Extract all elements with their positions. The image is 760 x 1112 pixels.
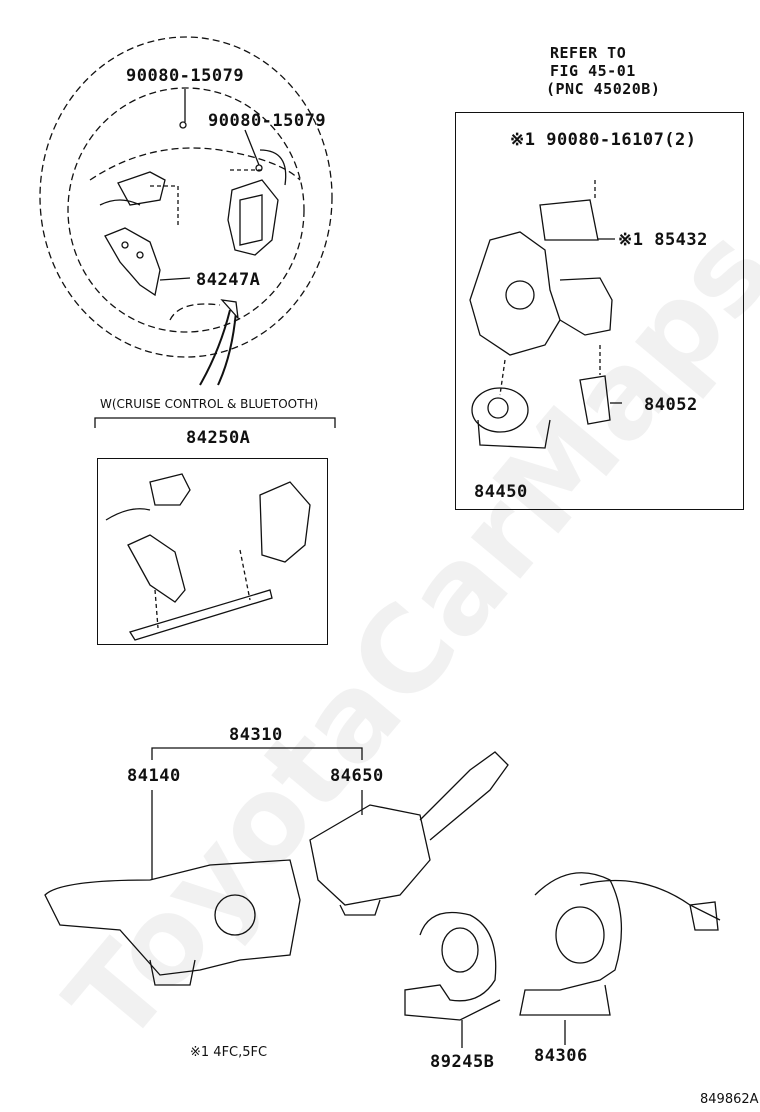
part-label-84306: 84306 [534, 1046, 588, 1066]
spiral-cable-large [519, 872, 721, 1016]
combination-switch [44, 751, 509, 986]
cruise-control-note: W(CRUISE CONTROL & BLUETOOTH) [100, 397, 319, 411]
part-label-90080-15079-a: 90080-15079 [126, 66, 245, 86]
part-label-89245b: 89245B [430, 1052, 495, 1072]
part-label-90080-16107: ※1 90080-16107(2) [510, 130, 697, 150]
footnote: ※1 4FC,5FC [190, 1045, 268, 1060]
part-label-90080-15079-b: 90080-15079 [208, 111, 327, 131]
part-label-84250a: 84250A [186, 428, 251, 448]
refer-line-2: FIG 45-01 [550, 62, 636, 80]
ignition-switch [579, 375, 611, 425]
refer-line-3: (PNC 45020B) [546, 80, 661, 98]
part-label-84140: 84140 [127, 766, 181, 786]
part-label-85432: ※1 85432 [618, 230, 708, 250]
steering-wheel [39, 36, 333, 358]
switch-assy-frame [97, 458, 328, 645]
part-label-84450: 84450 [474, 482, 528, 502]
right-wheel-switch [227, 149, 287, 256]
unlock-warning-switch [471, 387, 551, 449]
switch-assy-drawing [105, 473, 311, 641]
part-label-84310: 84310 [229, 725, 283, 745]
part-label-84052: 84052 [644, 395, 698, 415]
part-label-84650: 84650 [330, 766, 384, 786]
left-wheel-switch [99, 171, 179, 297]
ignition-group-frame [455, 112, 744, 510]
part-label-84247a: 84247A [196, 270, 261, 290]
refer-line-1: REFER TO [550, 44, 627, 62]
spiral-cable-small [404, 911, 501, 1021]
lock-cylinder-housing [469, 180, 613, 396]
figure-code: 849862A [700, 1092, 759, 1107]
